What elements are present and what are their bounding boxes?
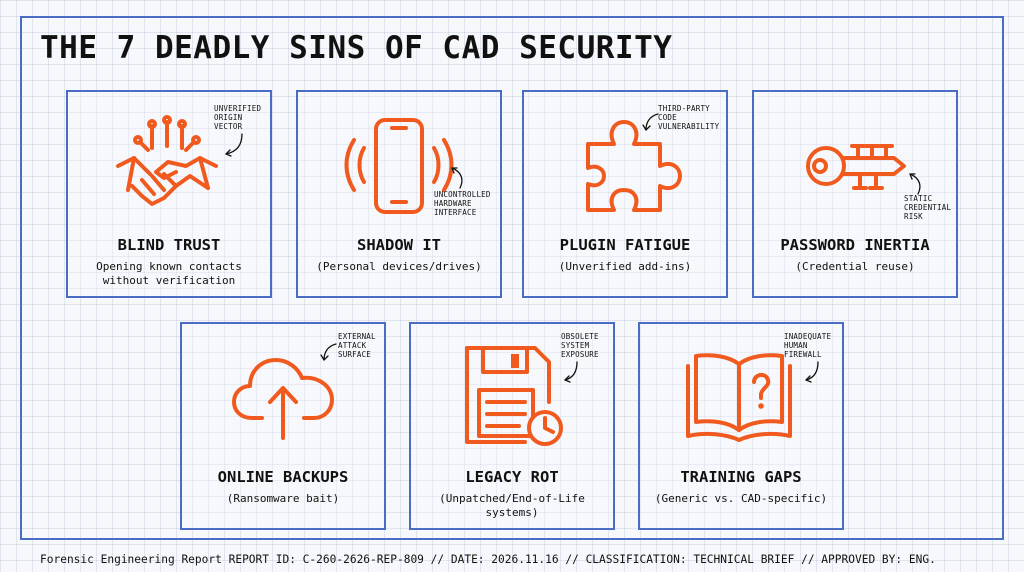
card-title: LEGACY ROT bbox=[465, 468, 559, 486]
card-training-gaps: INADEQUATE HUMAN FIREWALL TRAINING GAPS … bbox=[638, 322, 844, 530]
card-plugin-fatigue: THIRD-PARTY CODE VULNERABILITY PLUGIN FA… bbox=[522, 90, 728, 298]
card-title: TRAINING GAPS bbox=[680, 468, 802, 486]
card-legacy-rot: OBSOLETE SYSTEM EXPOSURE LEGACY ROT (Unp… bbox=[409, 322, 615, 530]
callout-training-gaps: INADEQUATE HUMAN FIREWALL bbox=[784, 332, 832, 359]
callout-online-backups: EXTERNAL ATTACK SURFACE bbox=[338, 332, 376, 359]
card-online-backups: EXTERNAL ATTACK SURFACE ONLINE BACKUPS (… bbox=[180, 322, 386, 530]
card-subtitle: (Credential reuse) bbox=[795, 260, 915, 273]
smartphone-icon bbox=[344, 114, 454, 224]
card-subtitle: (Personal devices/drives) bbox=[316, 260, 482, 273]
card-title: BLIND TRUST bbox=[117, 236, 221, 254]
callout-password-inertia: STATIC CREDENTIAL RISK bbox=[904, 194, 952, 221]
cloud-upload-icon bbox=[228, 340, 338, 450]
callout-blind-trust: UNVERIFIED ORIGIN VECTOR bbox=[214, 104, 262, 131]
open-book-question-icon bbox=[684, 340, 794, 450]
card-title: ONLINE BACKUPS bbox=[217, 468, 349, 486]
callout-arrow-icon bbox=[642, 110, 668, 136]
page-title: THE 7 DEADLY SINS OF CAD SECURITY bbox=[40, 30, 673, 66]
poster-frame bbox=[20, 16, 1004, 540]
card-title: PASSWORD INERTIA bbox=[780, 236, 930, 254]
callout-shadow-it: UNCONTROLLED HARDWARE INTERFACE bbox=[434, 190, 491, 217]
card-shadow-it: UNCONTROLLED HARDWARE INTERFACE SHADOW I… bbox=[296, 90, 502, 298]
callout-arrow-icon bbox=[559, 360, 585, 386]
card-password-inertia: STATIC CREDENTIAL RISK PASSWORD INERTIA … bbox=[752, 90, 958, 298]
callout-plugin-fatigue: THIRD-PARTY CODE VULNERABILITY bbox=[658, 104, 720, 131]
callout-arrow-icon bbox=[316, 340, 342, 366]
callout-arrow-icon bbox=[444, 164, 470, 190]
callout-legacy-rot: OBSOLETE SYSTEM EXPOSURE bbox=[561, 332, 599, 359]
puzzle-piece-icon bbox=[574, 114, 684, 224]
callout-arrow-icon bbox=[220, 132, 246, 158]
callout-arrow-icon bbox=[800, 360, 826, 386]
card-title: PLUGIN FATIGUE bbox=[559, 236, 691, 254]
card-subtitle: Opening known contacts without verificat… bbox=[96, 260, 242, 287]
card-title: SHADOW IT bbox=[357, 236, 441, 254]
card-subtitle: (Unverified add-ins) bbox=[558, 260, 692, 273]
key-icon bbox=[800, 116, 910, 226]
card-subtitle: (Unpatched/End-of-Life systems) bbox=[439, 492, 585, 519]
card-blind-trust: UNVERIFIED ORIGIN VECTOR BLIND TRUST Ope… bbox=[66, 90, 272, 298]
card-subtitle: (Ransomware bait) bbox=[226, 492, 340, 505]
handshake-icon bbox=[112, 114, 222, 224]
callout-arrow-icon bbox=[902, 170, 928, 196]
card-subtitle: (Generic vs. CAD-specific) bbox=[654, 492, 828, 505]
floppy-disk-clock-icon bbox=[459, 340, 569, 450]
footer-report-info: Forensic Engineering Report REPORT ID: C… bbox=[40, 553, 936, 566]
